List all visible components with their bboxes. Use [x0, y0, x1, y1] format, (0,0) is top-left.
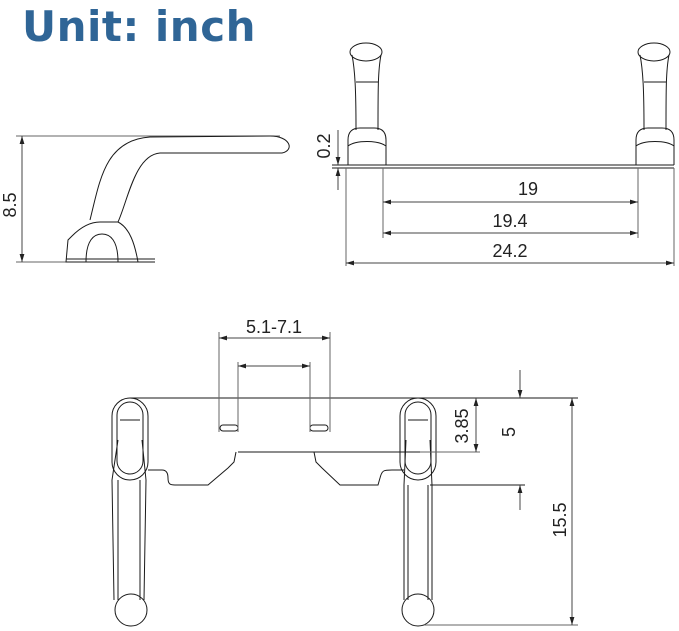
overall-width-label: 24.2 [492, 241, 527, 261]
inner-span-label: 19 [518, 179, 538, 199]
front-view [332, 42, 675, 266]
slot-spacing-label: 5.1-7.1 [246, 317, 302, 337]
hole-span-label: 19.4 [492, 211, 527, 231]
unit-title: Unit: inch [22, 2, 256, 51]
slot-depth-label: 3.85 [452, 408, 472, 443]
overall-depth-label: 15.5 [550, 502, 570, 537]
side-view [16, 135, 290, 263]
thickness-label: 0.2 [314, 133, 334, 158]
plate-depth-label: 5 [499, 427, 519, 437]
top-view [111, 332, 578, 627]
side-height-label: 8.5 [0, 192, 20, 217]
